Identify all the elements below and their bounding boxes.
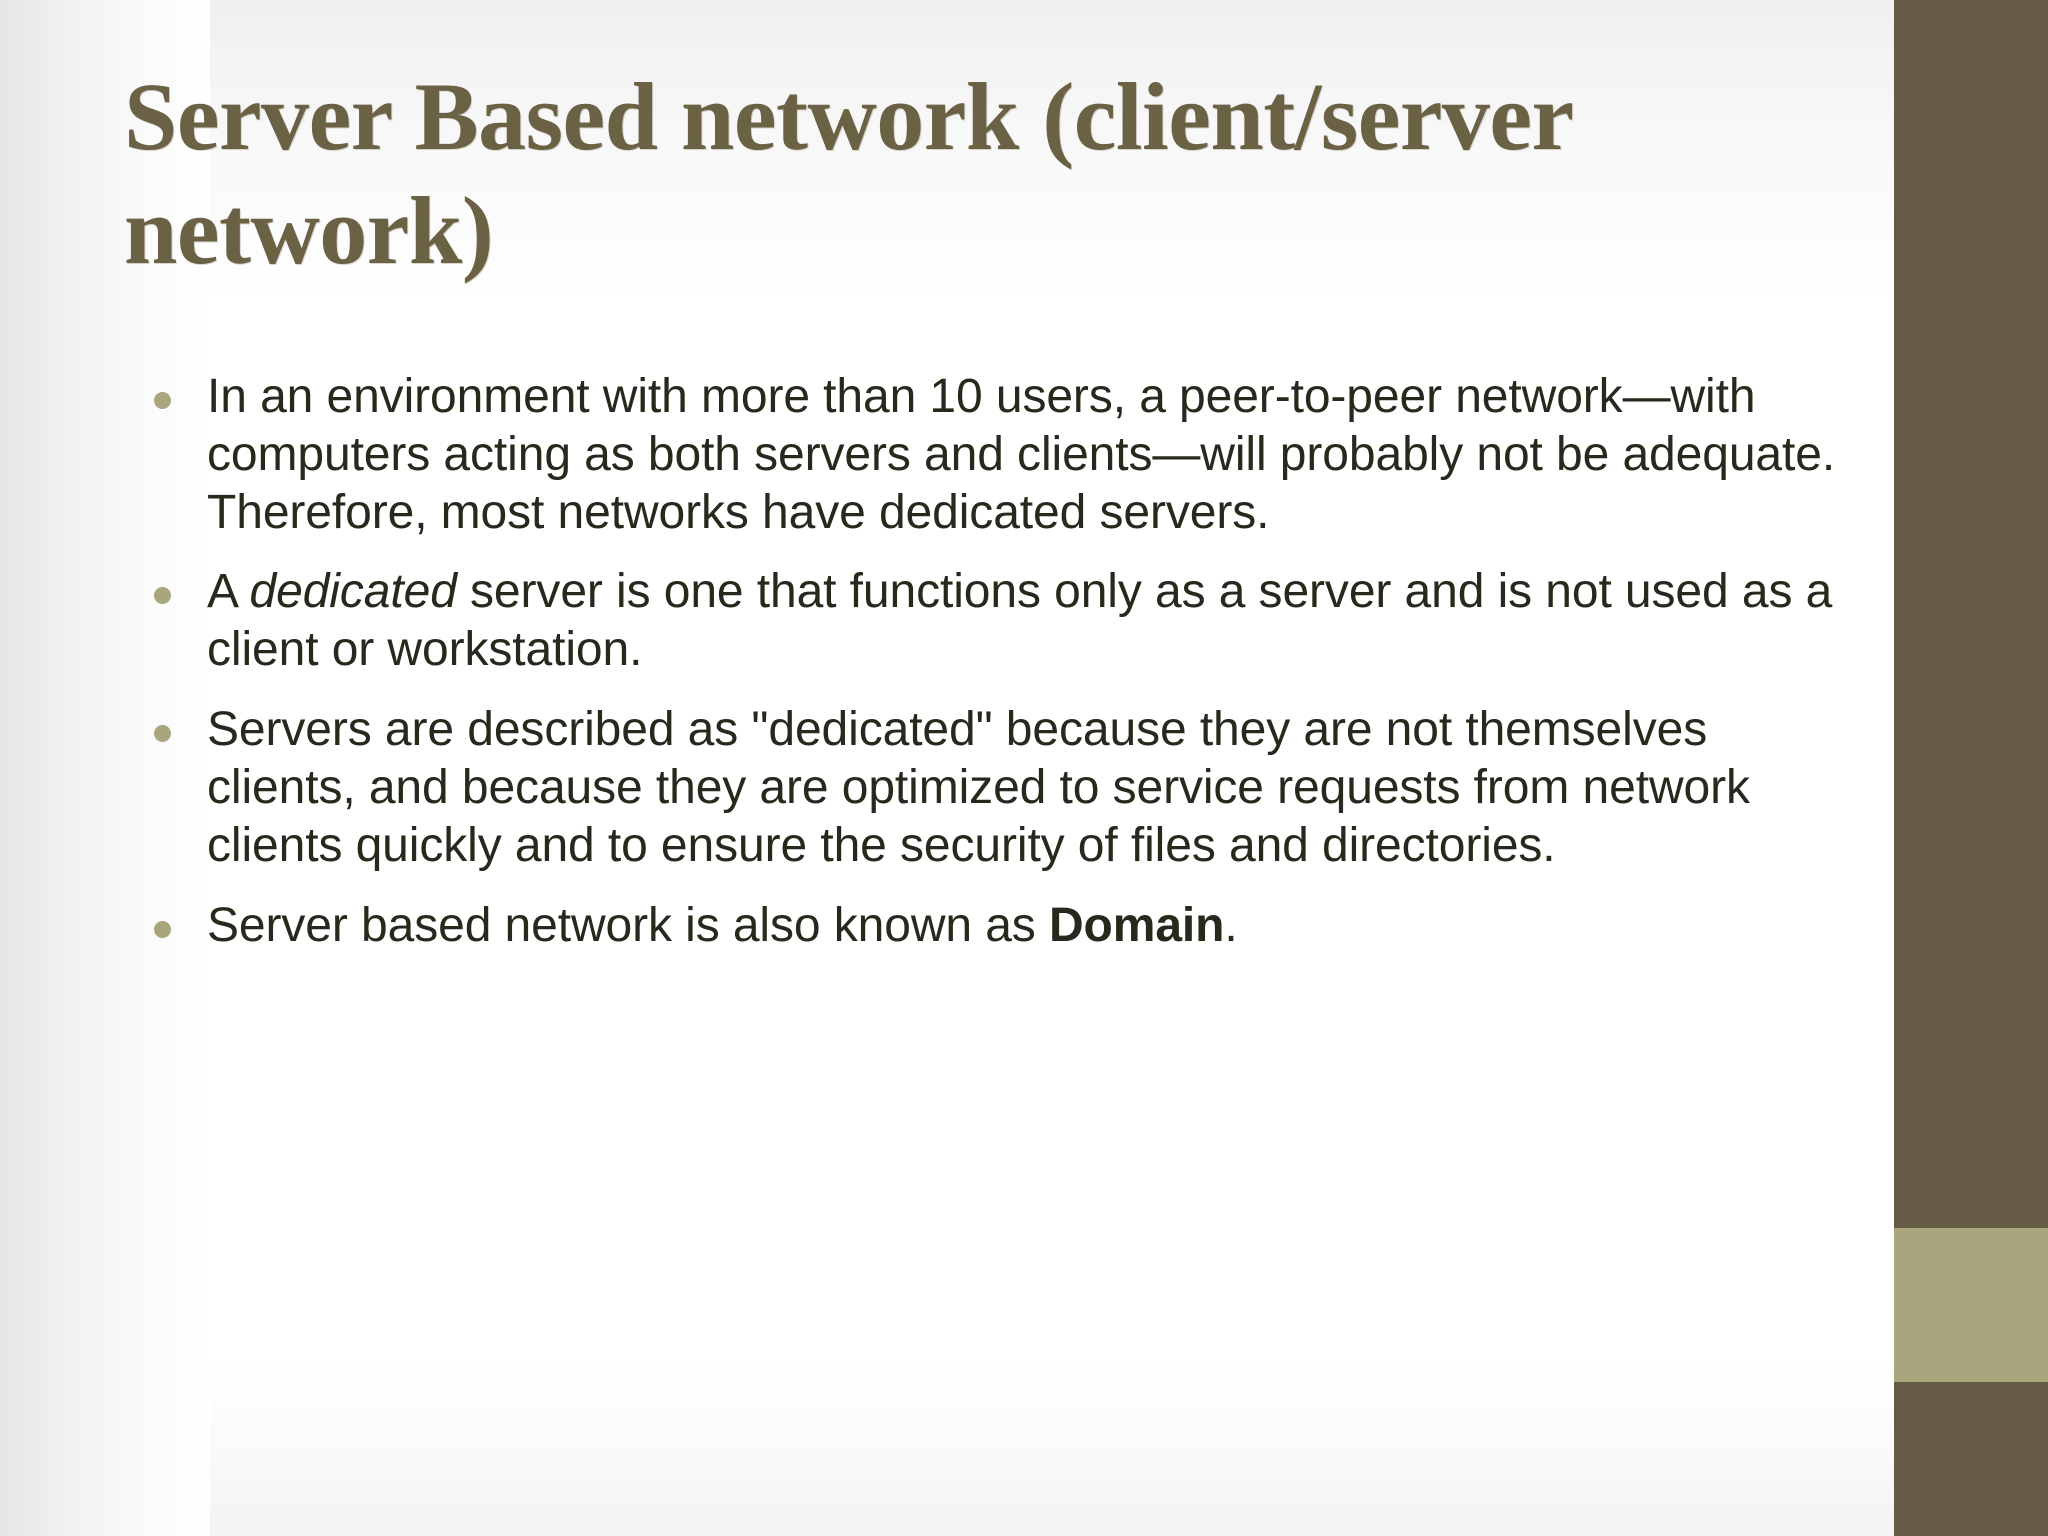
list-item: Servers are described as "dedicated" bec… [140, 701, 1840, 874]
list-item: In an environment with more than 10 user… [140, 368, 1840, 541]
bullet-dot-icon [154, 725, 171, 743]
bullet-text: A dedicated server is one that functions… [207, 565, 1833, 677]
sidebar-accent-band [1894, 1228, 2048, 1382]
bullet-text: In an environment with more than 10 user… [207, 370, 1836, 539]
bullet-text: Servers are described as "dedicated" bec… [207, 703, 1750, 872]
bullet-dot-icon [154, 392, 171, 409]
list-item: Server based network is also known as Do… [140, 897, 1840, 955]
slide-title: Server Based network (client/server netw… [124, 63, 1572, 284]
bullet-dot-icon [154, 587, 171, 605]
bullet-text: Server based network is also known as Do… [207, 898, 1238, 952]
bullet-dot-icon [154, 920, 171, 938]
list-item: A dedicated server is one that functions… [140, 563, 1840, 679]
slide-body-bullet-list: In an environment with more than 10 user… [140, 368, 1840, 976]
background-gradient-bottom [0, 1356, 1900, 1536]
decorative-sidebar [1894, 0, 2048, 1536]
